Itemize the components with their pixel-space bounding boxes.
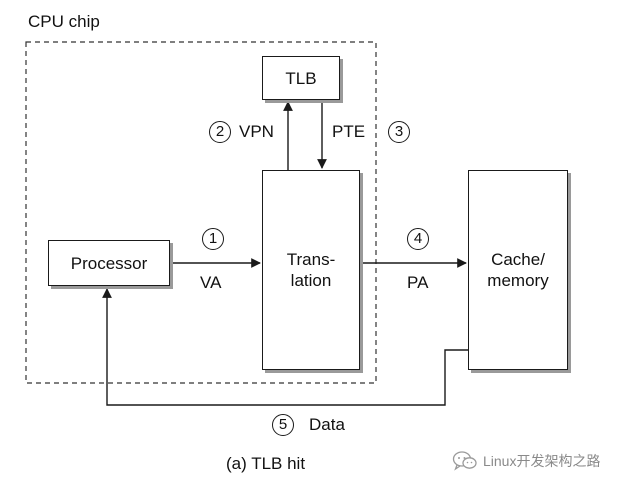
pte-label: PTE	[332, 122, 366, 141]
watermark-text: Linux开发架构之路	[483, 453, 601, 469]
wechat-icon	[452, 451, 477, 471]
translation-label: Trans- lation	[286, 250, 336, 290]
pa-label: PA	[407, 273, 429, 292]
step-4-marker: 4	[407, 228, 429, 250]
tlb-label: TLB	[285, 68, 317, 88]
step-1-marker: 1	[202, 228, 224, 250]
watermark: Linux开发架构之路	[452, 450, 600, 472]
data-label: Data	[309, 415, 345, 434]
data-arrow	[102, 288, 468, 406]
va-label: VA	[200, 273, 222, 292]
tlb-box: TLB	[262, 56, 340, 100]
processor-box: Processor	[48, 240, 170, 286]
step-5-marker: 5	[272, 414, 294, 436]
cache-memory-label: Cache/ memory	[487, 250, 549, 290]
step-2-marker: 2	[209, 121, 231, 143]
cpu-chip-boundary	[25, 41, 377, 384]
translation-box: Trans- lation	[262, 170, 360, 370]
processor-label: Processor	[70, 253, 148, 273]
step-3-marker: 3	[388, 121, 410, 143]
vpn-label: VPN	[239, 122, 274, 141]
cache-memory-box: Cache/ memory	[468, 170, 568, 370]
figure-caption: (a) TLB hit	[226, 454, 306, 473]
cpu-chip-label: CPU chip	[28, 12, 100, 31]
